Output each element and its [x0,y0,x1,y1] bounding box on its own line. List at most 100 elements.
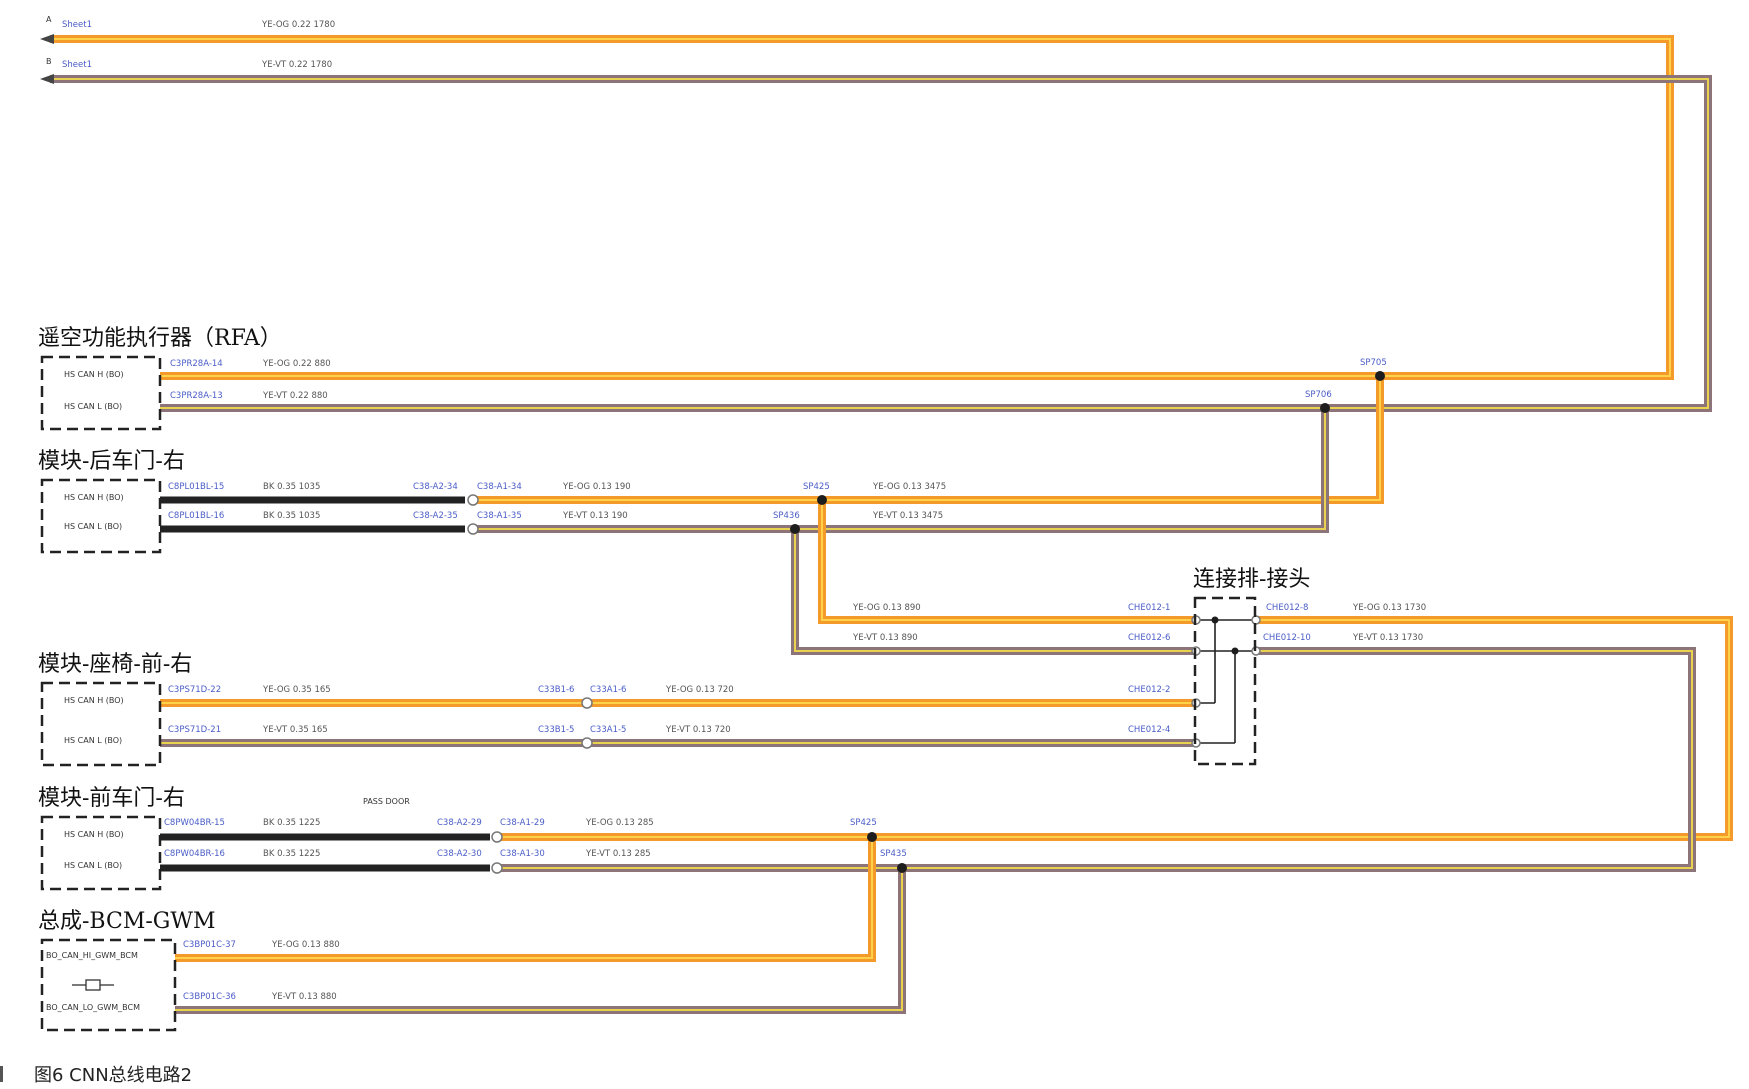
conn-fd-l: C8PW04BR-16 [164,849,225,859]
wire-label-rd-bk-l: BK 0.35 1035 [263,511,320,521]
splice-label-sp705: SP705 [1360,358,1387,368]
wire-label-ch-h-r: YE-OG 0.13 1730 [1352,603,1426,613]
splice-label-sp425-fd: SP425 [850,818,877,828]
sheet-letter-b: B [46,57,52,66]
conn-seat-h: C3PS71D-22 [168,685,221,695]
splice-dot-sp425-rd [817,495,827,505]
conn-bcm-l: C3BP01C-36 [183,992,236,1002]
pin-rfa-h: HS CAN H (BO) [64,370,124,379]
module-title-rfa: 遥空功能执行器（RFA） [38,326,282,351]
inline-connectors [467,494,1261,874]
wire-label-rfa-h: YE-OG 0.22 880 [262,359,331,369]
splice-label-sp706: SP706 [1305,390,1332,400]
wire-label-rd-l2: YE-VT 0.13 3475 [872,511,943,521]
conn-rd-inl-h-a: C38-A2-34 [413,482,458,492]
wire-label-ch-l: YE-VT 0.13 890 [852,633,918,643]
inline-conn-seat-l [581,737,593,749]
module-title-bcm: 总成-BCM-GWM [38,909,216,934]
conn-rd-l: C8PL01BL-16 [168,511,224,521]
wire-label-seat-h: YE-OG 0.35 165 [262,685,331,695]
wire-label-rd-h2: YE-OG 0.13 3475 [872,482,946,492]
conn-seat-inl-h-b: C33A1-6 [590,685,626,695]
inline-conn-rd-h [467,494,479,506]
wire-sp435-to-bcm [175,868,906,1014]
wire-label-bcm-l: YE-VT 0.13 880 [271,992,337,1002]
wire-sp436-to-junction-tracer [794,529,1195,652]
sheet-label-b[interactable]: Sheet1 [62,60,92,70]
conn-fd-inl-l-b: C38-A1-30 [500,849,545,859]
conn-bcm-h: C3BP01C-37 [183,940,236,950]
conn-seat-l: C3PS71D-21 [168,725,221,735]
module-title-seat: 模块-座椅-前-右 [38,652,192,677]
conn-ch-8: CHE012-8 [1266,603,1308,613]
junction-pin-8 [1251,615,1261,625]
splice-dot-sp436 [790,524,800,534]
wire-sp706-drop-tracer [475,408,1326,530]
wire-can-l-sheet-b-tracer [50,78,1709,409]
resistor-icon [72,979,114,991]
conn-ch-1: CHE012-1 [1128,603,1170,613]
module-box-rfa [40,355,162,431]
front-door-note: PASS DOOR [363,797,410,806]
conn-ch-6: CHE012-6 [1128,633,1170,643]
wire-junction-h-loop-tracer [495,619,1730,838]
sheet-wire-a: YE-OG 0.22 1780 [261,20,335,30]
module-title-junction: 连接排-接头 [1193,567,1310,592]
wire-sp425-to-junction-tracer [821,500,1195,621]
sheet-letter-a: A [46,15,52,24]
conn-rd-h: C8PL01BL-15 [168,482,224,492]
junction-bridge-l [1195,650,1255,744]
wire-label-rd-bk-h: BK 0.35 1035 [263,482,320,492]
wire-label-fd-bk-l: BK 0.35 1225 [263,849,320,859]
conn-seat-inl-l-a: C33B1-5 [538,725,574,735]
sheet-arrow-b [40,74,54,84]
wire-can-h-sheet-a-tracer [50,38,1671,377]
conn-seat-inl-h-a: C33B1-6 [538,685,574,695]
splice-label-sp435: SP435 [880,849,907,859]
sheet-label-a[interactable]: Sheet1 [62,20,92,30]
junction-bridge-h [1195,619,1255,704]
pin-front-door-h: HS CAN H (BO) [64,830,124,839]
wire-can-h-sheet-a [50,35,1674,380]
wire-label-bcm-h: YE-OG 0.13 880 [271,940,340,950]
splice-dot-sp706 [1320,403,1330,413]
splice-dot-sp705 [1375,371,1385,381]
conn-ch-2: CHE012-2 [1128,685,1170,695]
conn-rfa-l: C3PR28A-13 [170,391,223,401]
wire-label-ch-l-r: YE-VT 0.13 1730 [1352,633,1423,643]
conn-fd-inl-h-a: C38-A2-29 [437,818,482,828]
wire-label-fd-bk-h: BK 0.35 1225 [263,818,320,828]
inline-conn-seat-h [581,697,593,709]
splice-dot-sp435 [897,863,907,873]
conn-fd-h: C8PW04BR-15 [164,818,225,828]
conn-fd-inl-h-b: C38-A1-29 [500,818,545,828]
pin-seat-l: HS CAN L (BO) [64,736,122,745]
conn-fd-inl-l-a: C38-A2-30 [437,849,482,859]
splice-dot-sp425-fd [867,832,877,842]
junction-dot-2 [1231,647,1239,655]
wire-layer [50,35,1733,1014]
wire-junction-l-loop-tracer [495,650,1693,869]
pin-seat-h: HS CAN H (BO) [64,696,124,705]
pin-front-door-l: HS CAN L (BO) [64,861,122,870]
conn-rd-inl-h-b: C38-A1-34 [477,482,522,492]
figure-caption: 图6 CNN总线电路2 [34,1065,192,1086]
conn-rfa-h: C3PR28A-14 [170,359,223,369]
wire-sp435-to-bcm-tracer [175,868,903,1011]
wire-sp425-to-bcm-tracer [175,837,873,959]
wire-label-rd-l: YE-VT 0.13 190 [562,511,628,521]
module-box-junction [1193,596,1257,766]
module-title-front-door: 模块-前车门-右 [38,786,185,811]
module-title-rear-door: 模块-后车门-右 [38,449,185,474]
pin-rear-door-l: HS CAN L (BO) [64,522,122,531]
splice-label-sp436: SP436 [773,511,800,521]
sheet-wire-b: YE-VT 0.22 1780 [261,60,332,70]
wire-label-fd-l: YE-VT 0.13 285 [585,849,651,859]
conn-ch-4: CHE012-4 [1128,725,1170,735]
wire-label-rfa-l: YE-VT 0.22 880 [262,391,328,401]
wire-label-seat-h2: YE-OG 0.13 720 [665,685,734,695]
inline-conn-fd-l [491,862,503,874]
module-box-rear-door [40,478,162,554]
inline-conn-rd-l [467,523,479,535]
wire-label-seat-l2: YE-VT 0.13 720 [665,725,731,735]
